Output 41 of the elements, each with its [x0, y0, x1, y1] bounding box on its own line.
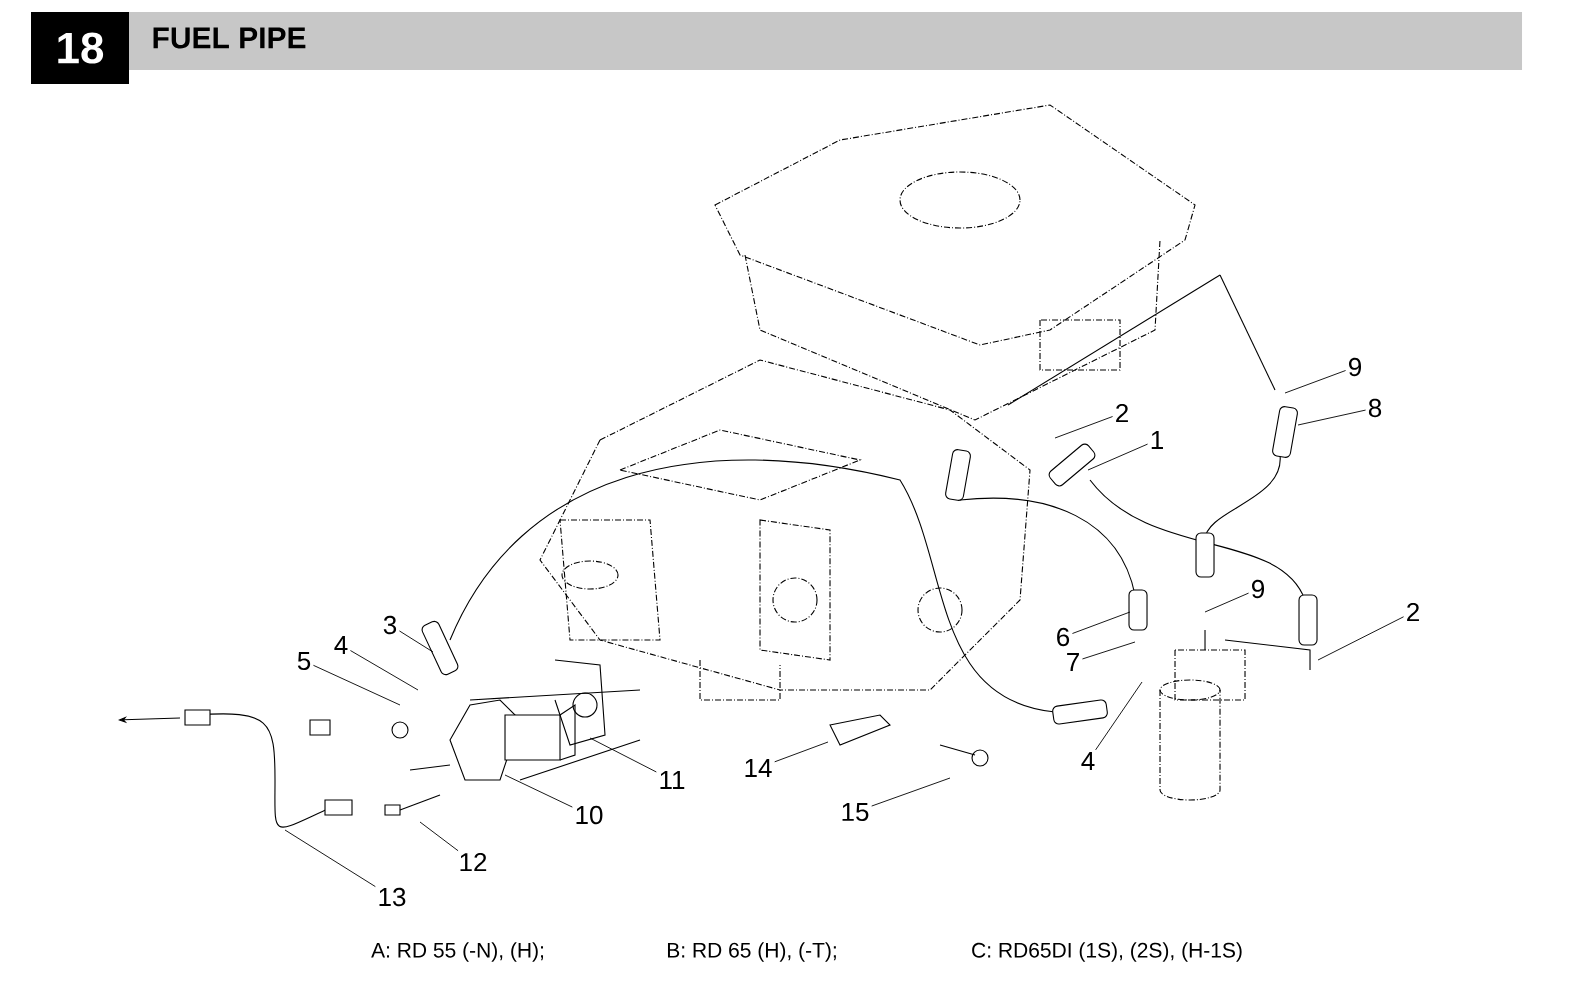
callout-number: 10: [576, 805, 603, 825]
leader-line: [871, 777, 951, 807]
leader-line: [313, 664, 401, 706]
leader-line: [1095, 681, 1143, 751]
callout-number: 9: [1349, 357, 1361, 377]
leader-line: [350, 650, 419, 691]
leader-line: [1317, 616, 1405, 661]
callout-number: 14: [745, 759, 772, 777]
leader-line: [1082, 641, 1136, 660]
callout-number: 3: [383, 615, 397, 635]
model-note: C: RD65DI (1S), (2S), (H-1S): [972, 942, 1242, 962]
callout-number: 7: [1067, 653, 1079, 671]
leader-line: [589, 737, 657, 773]
leader-line: [1297, 409, 1367, 426]
leader-line: [419, 821, 459, 852]
callout-number: 5: [297, 651, 311, 671]
callout-number: 4: [334, 636, 348, 654]
callout-number: 1: [1151, 431, 1163, 449]
model-note: A: RD 55 (-N), (H);: [371, 942, 543, 962]
leader-line: [1087, 443, 1149, 471]
callout-number: 15: [842, 802, 869, 822]
leader-line: [504, 774, 573, 808]
leader-line: [1284, 370, 1347, 394]
callout-number: 2: [1116, 403, 1128, 423]
callout-number: 4: [1081, 752, 1095, 770]
callout-number: 11: [660, 771, 685, 789]
leader-line: [399, 630, 434, 653]
callout-number: 6: [1057, 627, 1070, 647]
leader-line: [1204, 592, 1250, 613]
callout-number: 9: [1252, 579, 1264, 599]
model-note: B: RD 65 (H), (-T);: [668, 942, 836, 962]
leader-line: [774, 741, 829, 763]
callout-number: 12: [460, 852, 487, 872]
leader-line: [284, 829, 376, 888]
callout-number: 8: [1368, 398, 1382, 418]
title: FUEL PIPE: [153, 27, 306, 49]
leader-line: [1054, 416, 1114, 439]
callout-number: 2: [1407, 602, 1419, 622]
leader-line: [1072, 611, 1131, 634]
section-number: 18: [31, 12, 129, 84]
callout-number: 13: [379, 887, 406, 907]
